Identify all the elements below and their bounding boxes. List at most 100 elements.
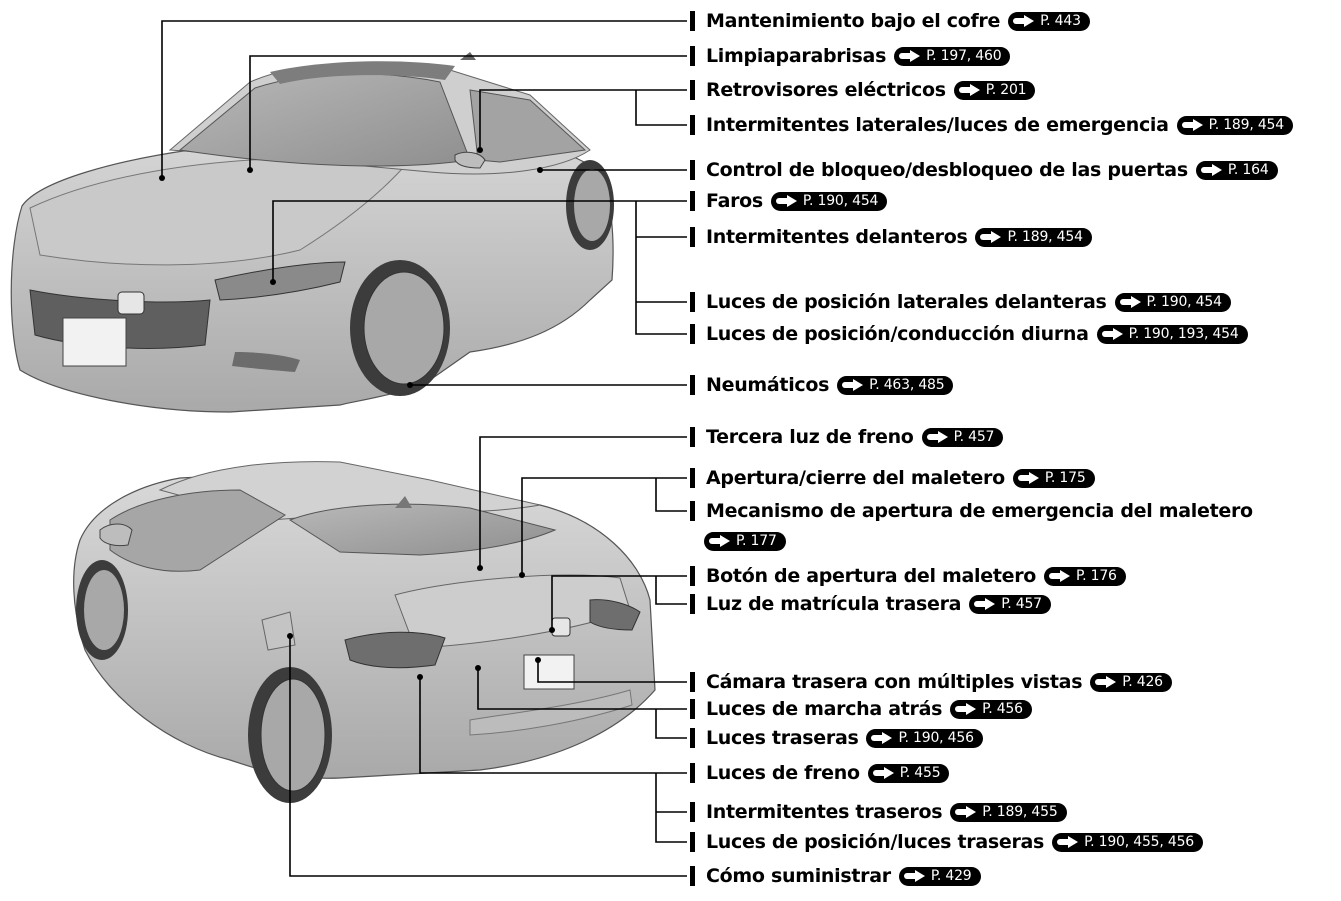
label-apertura-cierre-maletero: Apertura/cierre del maletero P. 175 [690, 466, 1095, 490]
page-ref-link[interactable]: P. 176 [1044, 566, 1126, 586]
label-marker [690, 566, 695, 586]
label-text: Botón de apertura del maletero [706, 565, 1037, 587]
front-car-illustration [10, 52, 614, 413]
label-intermitentes-laterales: Intermitentes laterales/luces de emergen… [690, 113, 1293, 137]
label-marker [690, 728, 695, 748]
label-text: Luces de freno [706, 762, 860, 784]
label-luz-matricula: Luz de matrícula trasera P. 457 [690, 592, 1051, 616]
page-ref-link[interactable]: P. 189, 454 [975, 227, 1092, 247]
label-tercera-luz-freno: Tercera luz de freno P. 457 [690, 425, 1004, 449]
arrow-right-icon [775, 195, 798, 207]
label-camara-trasera: Cámara trasera con múltiples vistas P. 4… [690, 670, 1172, 694]
page-ref-link[interactable]: P. 175 [1012, 468, 1095, 488]
label-text: Apertura/cierre del maletero [706, 467, 1005, 489]
arrow-right-icon [955, 703, 977, 715]
arrow-right-icon [974, 598, 996, 610]
label-marker [690, 292, 695, 312]
label-marker [690, 699, 695, 719]
page-ref-link[interactable]: P. 456 [950, 699, 1032, 719]
label-marker [690, 427, 695, 447]
page-ref-link[interactable]: P. 190, 456 [866, 728, 983, 748]
label-text: Mecanismo de apertura de emergencia del … [706, 500, 1253, 522]
page-ref-link[interactable]: P. 190, 454 [770, 191, 888, 211]
page-ref-link[interactable]: P. 190, 193, 454 [1096, 324, 1248, 344]
label-text: Luz de matrícula trasera [706, 593, 962, 615]
label-luces-marcha-atras: Luces de marcha atrás P. 456 [690, 697, 1032, 721]
page-ref-link[interactable]: P. 189, 454 [1176, 115, 1293, 135]
arrow-right-icon [1101, 328, 1124, 340]
label-marker [690, 11, 695, 31]
label-text: Faros [706, 190, 763, 212]
arrow-right-icon [1013, 15, 1035, 27]
label-marker [690, 375, 695, 395]
label-text: Luces traseras [706, 727, 859, 749]
label-text: Cómo suministrar [706, 865, 891, 887]
arrow-right-icon [980, 231, 1002, 243]
label-mecanismo-emergencia: Mecanismo de apertura de emergencia del … [690, 499, 1253, 523]
label-intermitentes-traseros: Intermitentes traseros P. 189, 455 [690, 800, 1067, 824]
page-ref-link[interactable]: P. 457 [921, 427, 1004, 447]
label-luces-posicion-conduccion: Luces de posición/conducción diurna P. 1… [690, 322, 1248, 346]
label-luces-posicion-traseras: Luces de posición/luces traseras P. 190,… [690, 830, 1203, 854]
arrow-right-icon [926, 431, 949, 443]
label-text: Mantenimiento bajo el cofre [706, 10, 1001, 32]
label-text: Luces de posición/conducción diurna [706, 323, 1089, 345]
arrow-right-icon [871, 732, 893, 744]
label-marker [690, 80, 695, 100]
arrow-right-icon [903, 870, 926, 882]
callout-lines [161, 20, 687, 877]
label-marker [690, 672, 695, 692]
label-text: Control de bloqueo/desbloqueo de las pue… [706, 159, 1188, 181]
label-marker [690, 160, 695, 180]
arrow-right-icon [955, 806, 977, 818]
arrow-right-icon [958, 84, 981, 96]
page-ref-link[interactable]: P. 201 [953, 80, 1036, 100]
label-text: Luces de posición laterales delanteras [706, 291, 1107, 313]
page-ref-link[interactable]: P. 190, 454 [1114, 292, 1231, 312]
arrow-right-icon [1017, 472, 1040, 484]
page-ref-link[interactable]: P. 197, 460 [894, 46, 1011, 66]
label-marker [690, 802, 695, 822]
label-text: Intermitentes laterales/luces de emergen… [706, 114, 1169, 136]
arrow-right-icon [1095, 676, 1117, 688]
label-text: Luces de marcha atrás [706, 698, 943, 720]
arrow-right-icon [872, 767, 895, 779]
page-ref-link[interactable]: P. 429 [898, 866, 981, 886]
page-ref-link[interactable]: P. 426 [1090, 672, 1172, 692]
label-boton-apertura: Botón de apertura del maletero P. 176 [690, 564, 1126, 588]
arrow-right-icon [842, 379, 864, 391]
page-ref-link[interactable]: P. 463, 485 [837, 375, 954, 395]
page-ref-link[interactable]: P. 164 [1195, 160, 1278, 180]
label-intermitentes-delanteros: Intermitentes delanteros P. 189, 454 [690, 225, 1092, 249]
arrow-right-icon [1181, 119, 1204, 131]
label-marker [690, 115, 695, 135]
label-mecanismo-emergencia-ref: P. 177 [704, 529, 786, 553]
label-control-bloqueo: Control de bloqueo/desbloqueo de las pue… [690, 158, 1278, 182]
label-text: Limpiaparabrisas [706, 45, 887, 67]
page-ref-link[interactable]: P. 443 [1008, 11, 1090, 31]
label-marker [690, 46, 695, 66]
arrow-right-icon [1200, 164, 1223, 176]
label-limpiaparabrisas: Limpiaparabrisas P. 197, 460 [690, 44, 1011, 68]
arrow-right-icon [899, 50, 921, 62]
label-como-suministrar: Cómo suministrar P. 429 [690, 864, 981, 888]
label-luces-traseras: Luces traseras P. 190, 456 [690, 726, 983, 750]
page-ref-link[interactable]: P. 177 [704, 531, 786, 551]
page-ref-link[interactable]: P. 189, 455 [950, 802, 1067, 822]
label-retrovisores: Retrovisores eléctricos P. 201 [690, 78, 1036, 102]
label-marker [690, 866, 695, 886]
arrow-right-icon [709, 535, 731, 547]
label-text: Intermitentes traseros [706, 801, 943, 823]
page-ref-link[interactable]: P. 457 [969, 594, 1051, 614]
label-faros: Faros P. 190, 454 [690, 189, 888, 213]
label-luces-posicion-laterales: Luces de posición laterales delanteras P… [690, 290, 1231, 314]
page-ref-link[interactable]: P. 455 [867, 763, 950, 783]
page-ref-link[interactable]: P. 190, 455, 456 [1052, 832, 1203, 852]
callout-dots [159, 147, 555, 680]
rear-car-illustration [73, 461, 656, 803]
label-marker [690, 191, 695, 211]
arrow-right-icon [1049, 570, 1071, 582]
label-marker [690, 501, 695, 521]
